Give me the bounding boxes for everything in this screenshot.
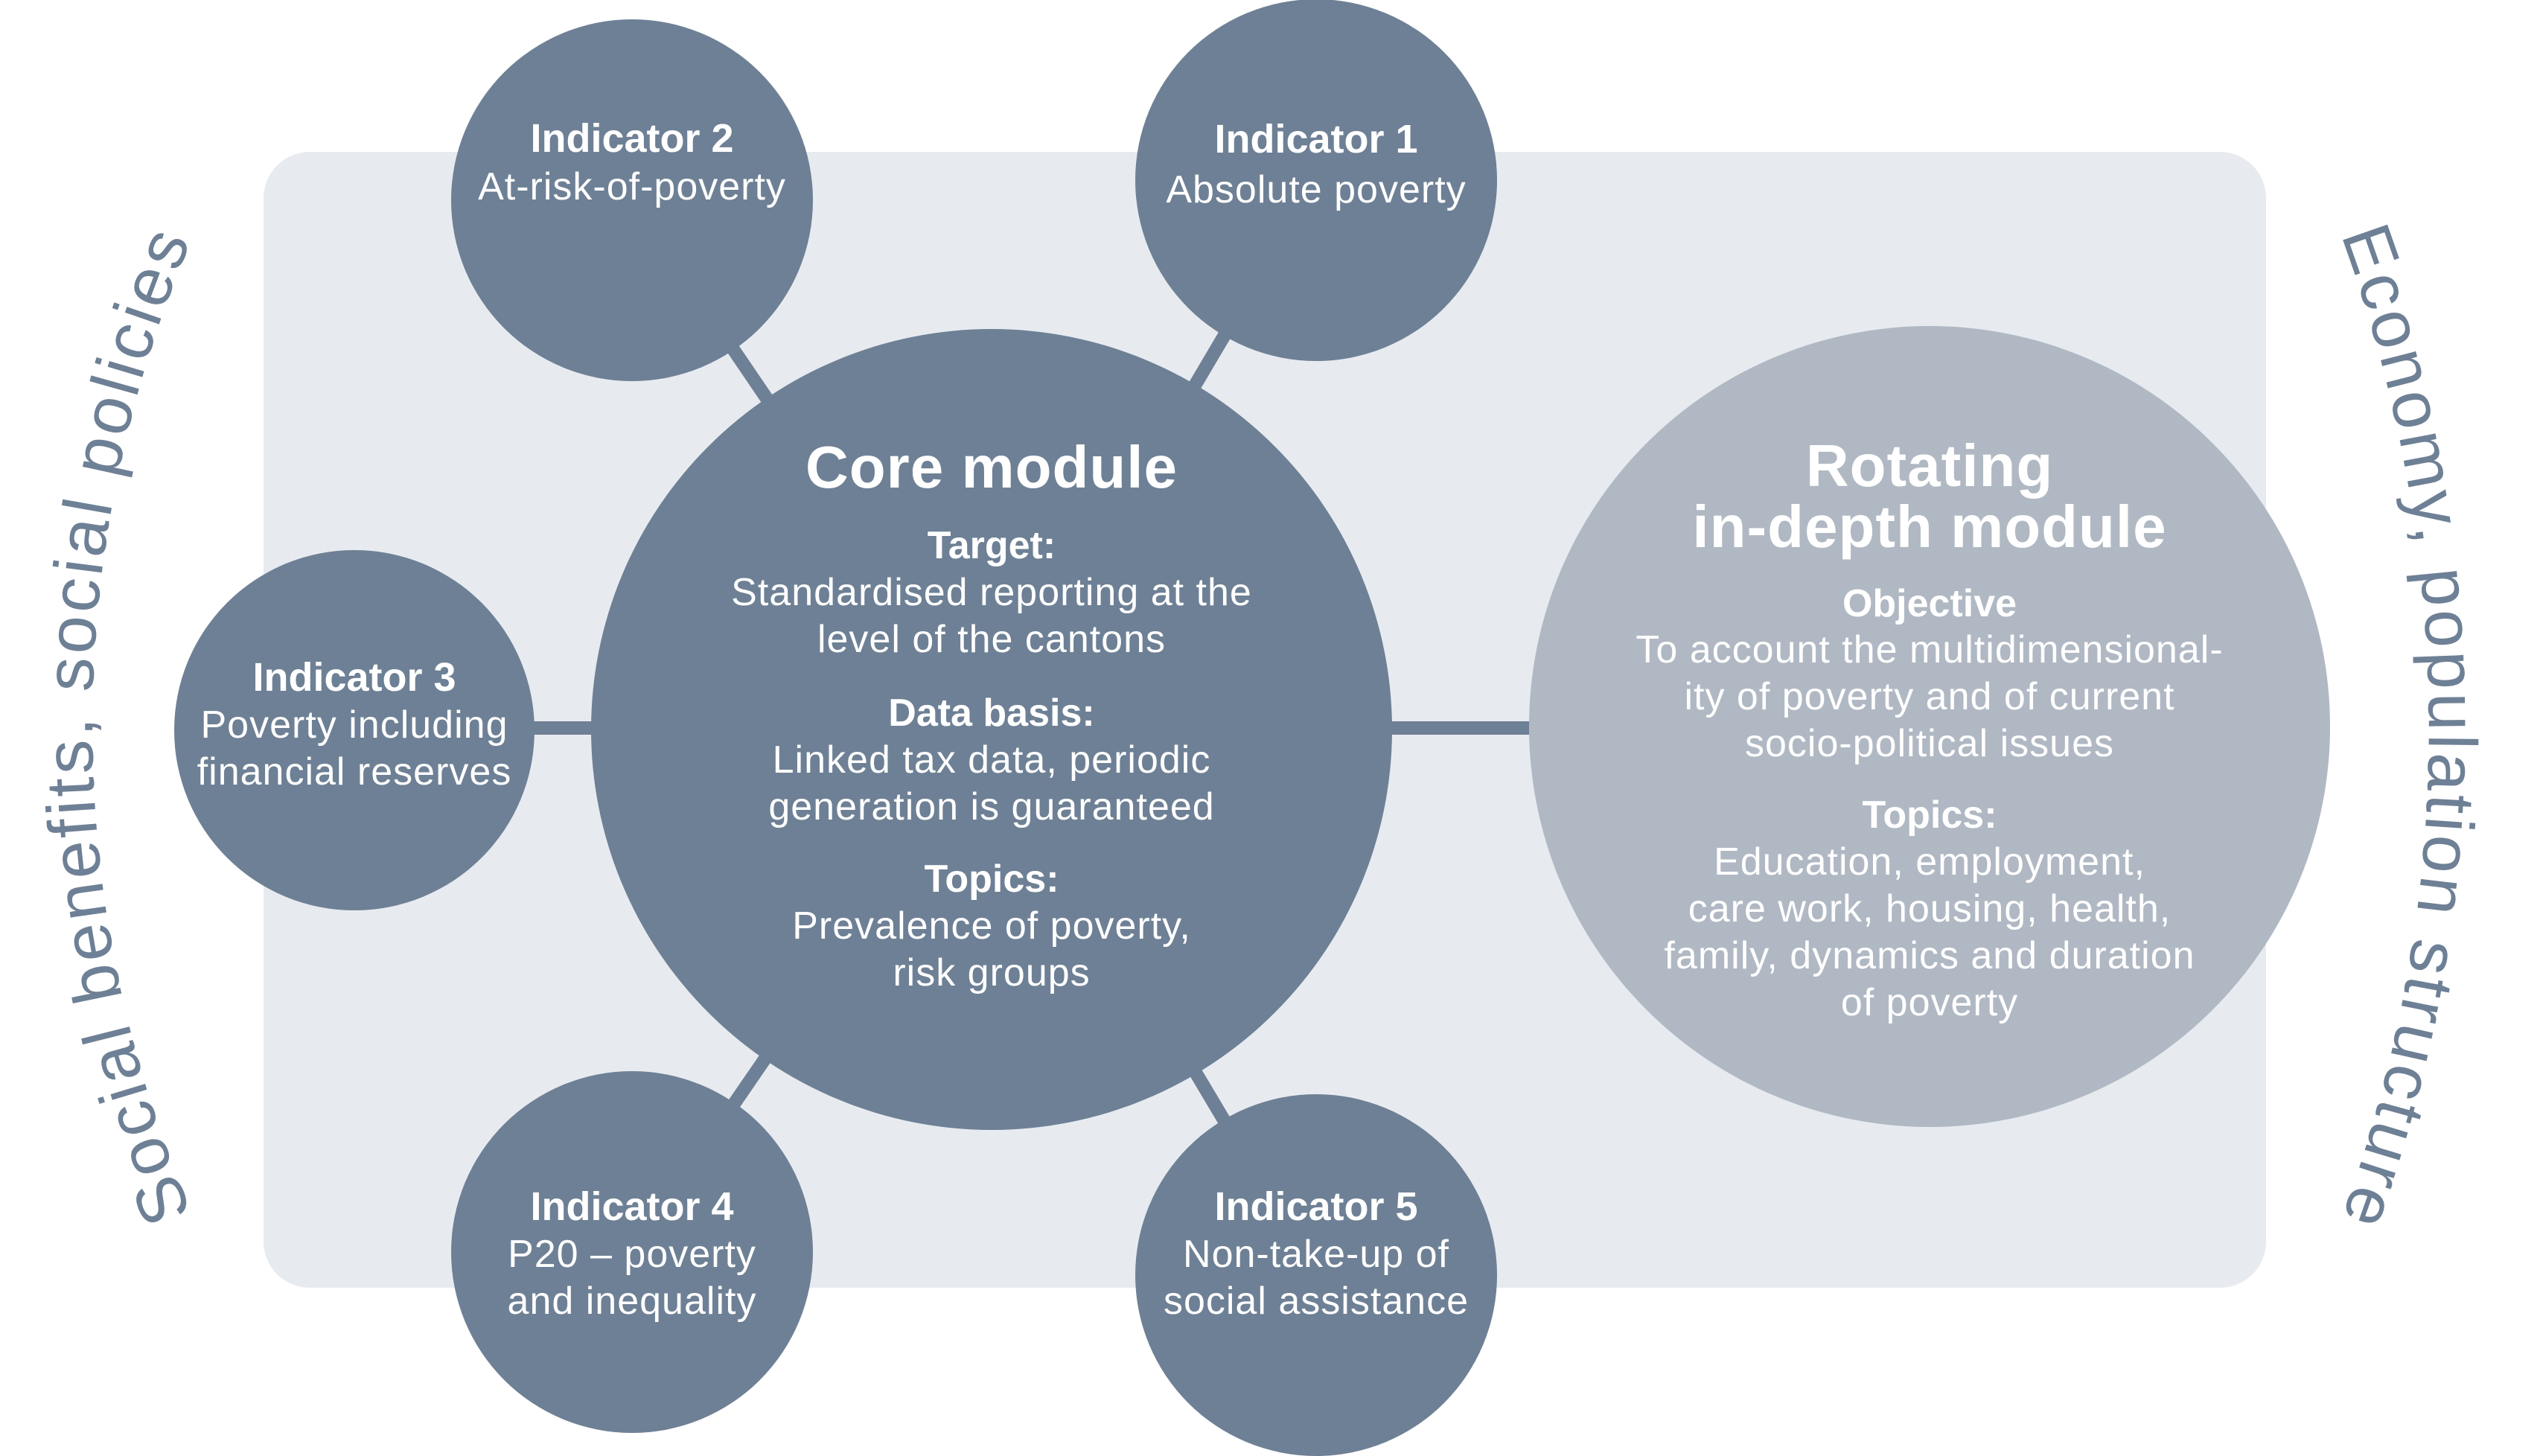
core-data-basis-heading: Data basis: bbox=[888, 692, 1094, 735]
indicator-4-title: Indicator 4 bbox=[530, 1184, 733, 1229]
core-data-basis-line-1: Linked tax data, periodic bbox=[773, 738, 1211, 782]
indicator-5-title: Indicator 5 bbox=[1214, 1184, 1417, 1229]
context-label-right: Economy, population structure bbox=[2327, 214, 2490, 1241]
rotating-objective-heading: Objective bbox=[1842, 582, 2017, 625]
rotating-module-title-line-2: in-depth module bbox=[1692, 494, 2166, 560]
rotating-topics-line-2: care work, housing, health, bbox=[1688, 887, 2171, 930]
rotating-module-circle bbox=[1529, 326, 2330, 1127]
indicator-1-node[interactable]: Indicator 1 Absolute poverty bbox=[1135, 0, 1497, 361]
rotating-objective-line-2: ity of poverty and of current bbox=[1684, 675, 2174, 718]
core-target-line-2: level of the cantons bbox=[817, 618, 1166, 661]
rotating-objective-line-3: socio-political issues bbox=[1745, 722, 2114, 765]
indicator-2-title: Indicator 2 bbox=[530, 116, 733, 161]
indicator-1-circle bbox=[1135, 0, 1497, 361]
indicator-2-node[interactable]: Indicator 2 At-risk-of-poverty bbox=[451, 19, 813, 381]
indicator-4-line-1: P20 – poverty bbox=[508, 1233, 756, 1276]
core-target-heading: Target: bbox=[928, 524, 1056, 567]
indicator-2-line-1: At-risk-of-poverty bbox=[478, 165, 786, 208]
core-topics-heading: Topics: bbox=[924, 858, 1059, 901]
context-label-right-text: Economy, population structure bbox=[2327, 214, 2487, 1241]
indicator-4-node[interactable]: Indicator 4 P20 – poverty and inequality bbox=[451, 1071, 813, 1433]
rotating-topics-heading: Topics: bbox=[1862, 794, 1997, 837]
indicator-5-line-1: Non-take-up of bbox=[1183, 1233, 1449, 1276]
indicator-3-line-1: Poverty including bbox=[201, 703, 508, 747]
indicator-3-node[interactable]: Indicator 3 Poverty including financial … bbox=[174, 550, 535, 910]
indicator-3-line-2: financial reserves bbox=[197, 750, 512, 794]
rotating-module-node[interactable]: Rotating in-depth module Objective To ac… bbox=[1529, 326, 2330, 1127]
core-data-basis-line-2: generation is guaranteed bbox=[768, 785, 1214, 828]
indicator-4-circle bbox=[451, 1071, 813, 1433]
indicator-3-circle bbox=[174, 550, 535, 910]
core-module-circle bbox=[591, 329, 1392, 1130]
indicator-5-circle bbox=[1135, 1094, 1497, 1456]
core-topics-line-1: Prevalence of poverty, bbox=[792, 904, 1191, 948]
rotating-objective-line-1: To account the multidimensional- bbox=[1636, 628, 2223, 671]
indicator-1-line-1: Absolute poverty bbox=[1166, 168, 1466, 211]
indicator-2-circle bbox=[451, 19, 813, 381]
rotating-topics-line-3: family, dynamics and duration bbox=[1664, 934, 2195, 977]
rotating-topics-line-4: of poverty bbox=[1841, 981, 2018, 1024]
indicator-5-node[interactable]: Indicator 5 Non-take-up of social assist… bbox=[1135, 1094, 1497, 1456]
core-target-line-1: Standardised reporting at the bbox=[731, 571, 1252, 614]
core-topics-line-2: risk groups bbox=[893, 951, 1090, 994]
indicator-3-title: Indicator 3 bbox=[252, 655, 456, 700]
core-module-node[interactable]: Core module Target: Standardised reporti… bbox=[591, 329, 1392, 1130]
rotating-module-title-line-1: Rotating bbox=[1806, 432, 2053, 499]
rotating-topics-line-1: Education, employment, bbox=[1714, 840, 2145, 884]
indicator-5-line-2: social assistance bbox=[1164, 1280, 1469, 1323]
indicator-4-line-2: and inequality bbox=[508, 1280, 757, 1323]
indicator-1-title: Indicator 1 bbox=[1214, 117, 1417, 162]
core-module-title: Core module bbox=[805, 434, 1178, 500]
